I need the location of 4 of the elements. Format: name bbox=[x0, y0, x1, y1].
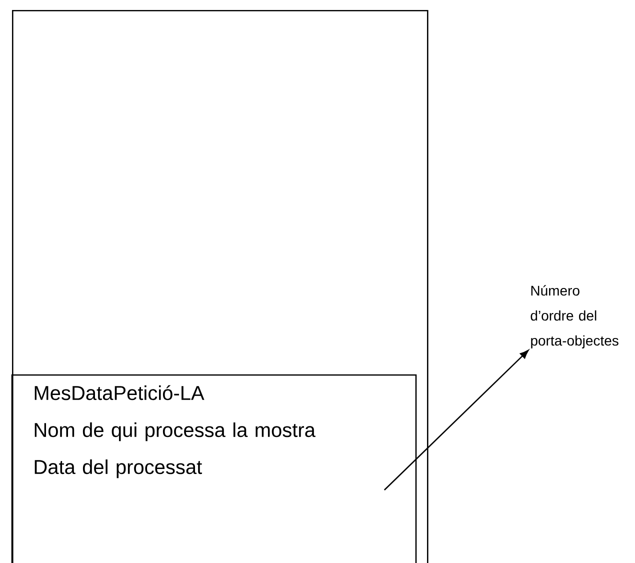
label-area-box: MesDataPetició-LA Nom de qui processa la mostra Data del processat bbox=[11, 374, 417, 563]
arrow bbox=[384, 350, 529, 490]
annotation-text: Número d’ordre del porta-objectes bbox=[530, 285, 618, 348]
slide-outline bbox=[12, 10, 428, 563]
